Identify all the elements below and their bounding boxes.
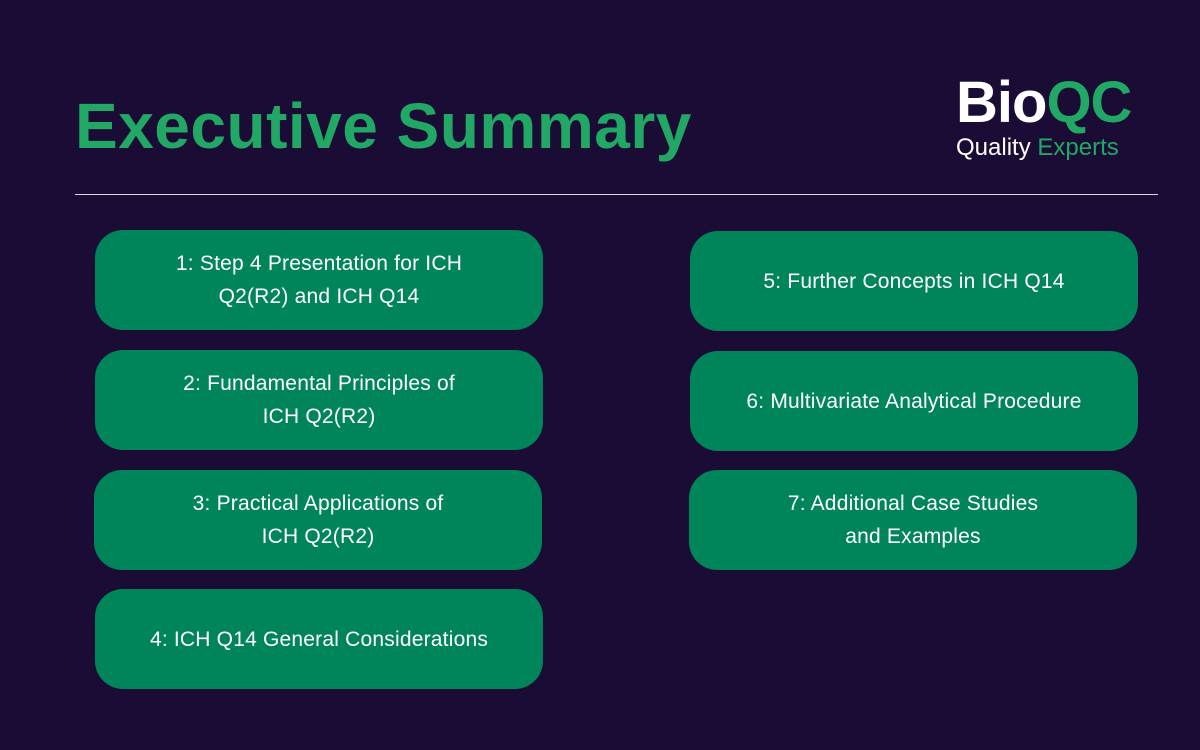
logo-experts-text: Experts [1037,134,1119,161]
section-card-7[interactable]: 7: Additional Case Studies and Examples [689,470,1137,570]
section-card-3[interactable]: 3: Practical Applications of ICH Q2(R2) [94,470,542,570]
logo-bio-text: Bio [956,70,1047,135]
section-card-label: 7: Additional Case Studies and Examples [787,492,1039,548]
section-card-label: 1: Step 4 Presentation for ICH Q2(R2) an… [175,252,463,308]
section-card-label: 3: Practical Applications of ICH Q2(R2) [192,492,444,548]
section-card-1[interactable]: 1: Step 4 Presentation for ICH Q2(R2) an… [95,230,543,330]
logo-qc-text: QC [1046,70,1132,135]
section-card-label: 5: Further Concepts in ICH Q14 [763,269,1065,293]
section-card-label: 6: Multivariate Analytical Procedure [746,389,1082,413]
header-divider [75,194,1158,195]
section-card-label: 2: Fundamental Principles of ICH Q2(R2) [183,372,455,428]
page-title: Executive Summary [75,90,692,162]
section-card-5[interactable]: 5: Further Concepts in ICH Q14 [690,231,1138,331]
section-card-2[interactable]: 2: Fundamental Principles of ICH Q2(R2) [95,350,543,450]
logo-quality-text: Quality [956,134,1031,161]
section-card-6[interactable]: 6: Multivariate Analytical Procedure [690,351,1138,451]
section-card-label: 4: ICH Q14 General Considerations [149,627,489,651]
logo-tagline: Quality Experts [956,134,1166,162]
section-card-4[interactable]: 4: ICH Q14 General Considerations [95,589,543,689]
bioqc-logo: BioQC Quality Experts [956,72,1166,162]
logo-wordmark: BioQC [956,72,1166,134]
